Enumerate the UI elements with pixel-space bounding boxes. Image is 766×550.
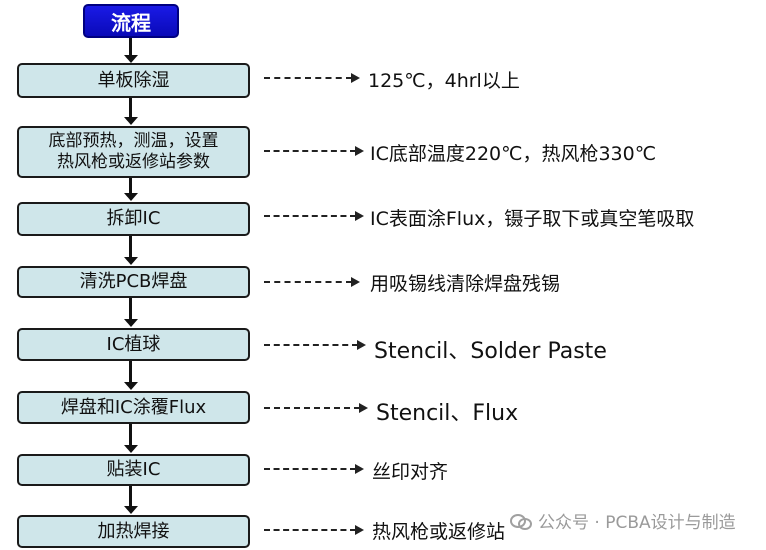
- wechat-icon: [510, 512, 532, 530]
- step-label: 加热焊接: [97, 520, 170, 542]
- step-box-preheat: 底部预热，测温，设置 热风枪或返修站参数: [17, 126, 250, 178]
- dashed-arrow: [264, 211, 364, 221]
- flow-arrow-down: [124, 98, 138, 126]
- flow-arrow-down: [124, 38, 138, 63]
- step-box-remove-ic: 拆卸IC: [17, 202, 250, 236]
- note-clean-pads: 用吸锡线清除焊盘残锡: [370, 273, 561, 295]
- dashed-arrow: [264, 277, 360, 287]
- flow-header-label: 流程: [111, 10, 151, 35]
- dashed-arrow: [264, 525, 364, 535]
- step-label: 底部预热，测温，设置: [48, 131, 219, 151]
- step-box-clean-pads: 清洗PCB焊盘: [17, 266, 250, 298]
- step-box-ic-balling: IC植球: [17, 328, 250, 361]
- note-heat-solder: 热风枪或返修站: [372, 521, 506, 543]
- watermark-text: 公众号 · PCBA设计与制造: [538, 513, 736, 533]
- dashed-arrow: [264, 146, 364, 156]
- flow-arrow-down: [124, 178, 138, 202]
- note-dehumidify: 125℃，4hrl以上: [368, 70, 520, 92]
- flow-arrow-down: [124, 486, 138, 515]
- note-remove-ic: IC表面涂Flux，镊子取下或真空笔吸取: [370, 208, 695, 230]
- note-ic-balling: Stencil、Solder Paste: [374, 339, 607, 364]
- flow-arrow-down: [124, 424, 138, 454]
- dashed-arrow: [264, 464, 364, 474]
- flow-arrow-down: [124, 361, 138, 391]
- step-label-line2: 热风枪或返修站参数: [57, 152, 210, 172]
- step-box-mount-ic: 贴装IC: [17, 454, 250, 486]
- watermark: 公众号 · PCBA设计与制造: [510, 508, 736, 533]
- note-preheat: IC底部温度220℃，热风枪330℃: [370, 143, 657, 165]
- step-label: 清洗PCB焊盘: [79, 271, 188, 292]
- step-box-heat-solder: 加热焊接: [17, 515, 250, 548]
- flow-arrow-down: [124, 236, 138, 266]
- dashed-arrow: [264, 340, 366, 350]
- step-box-apply-flux: 焊盘和IC涂覆Flux: [17, 391, 250, 424]
- note-apply-flux: Stencil、Flux: [376, 401, 519, 426]
- step-label: 单板除湿: [97, 69, 170, 91]
- flow-arrow-down: [124, 298, 138, 328]
- flow-header: 流程: [83, 4, 179, 38]
- note-mount-ic: 丝印对齐: [372, 461, 449, 483]
- dashed-arrow: [264, 403, 368, 413]
- step-box-dehumidify: 单板除湿: [17, 63, 250, 98]
- step-label: 贴装IC: [106, 459, 161, 480]
- dashed-arrow: [264, 73, 360, 83]
- step-label: IC植球: [106, 333, 161, 355]
- step-label: 焊盘和IC涂覆Flux: [60, 396, 207, 418]
- step-label: 拆卸IC: [106, 208, 161, 229]
